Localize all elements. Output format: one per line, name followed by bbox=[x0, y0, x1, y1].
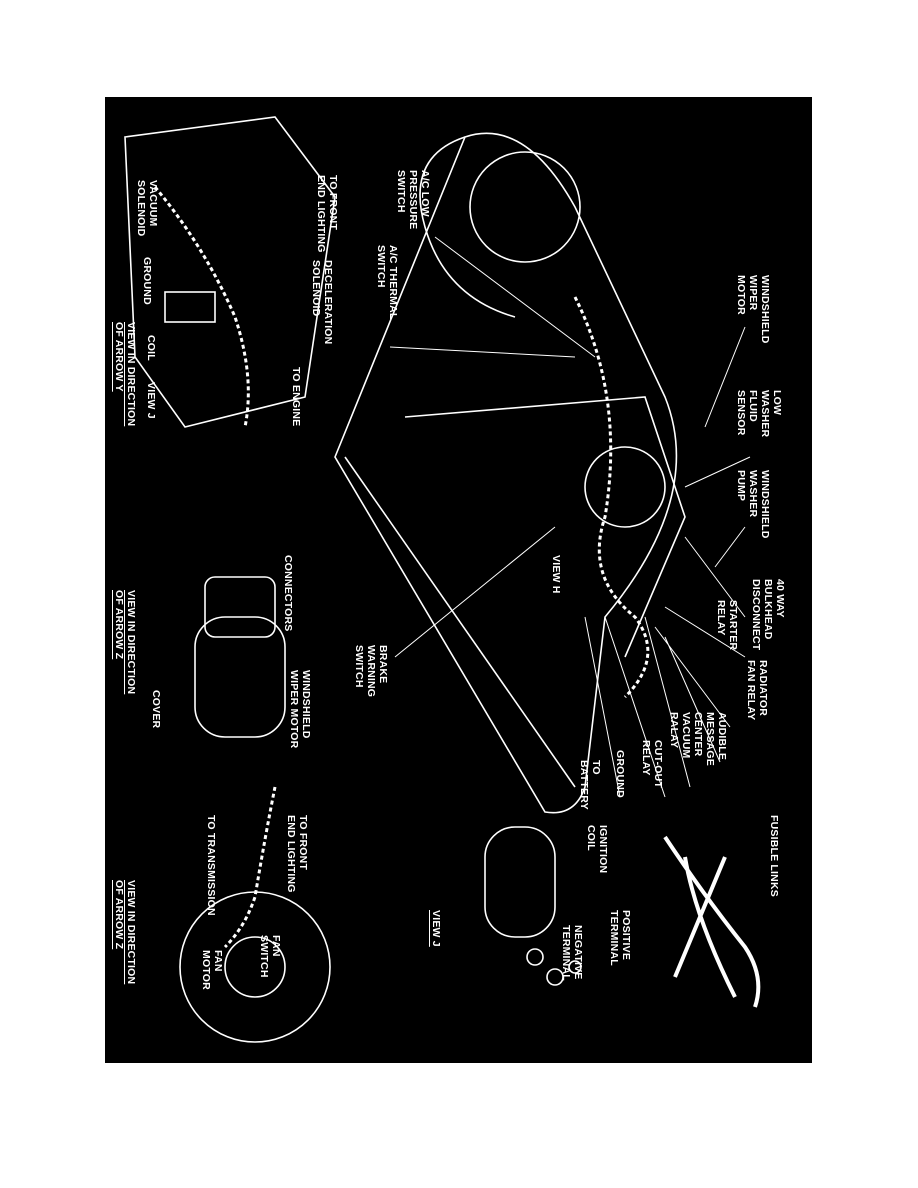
caption-arrow-z-fan: VIEW IN DIRECTION OF ARROW Z bbox=[113, 880, 137, 985]
label-to-engine: TO ENGINE bbox=[290, 367, 302, 427]
view-z-harness bbox=[223, 786, 277, 949]
car-body-outline bbox=[334, 132, 678, 814]
label-fan-switch: FAN SWITCH bbox=[258, 935, 282, 978]
firewall-outline bbox=[404, 396, 686, 658]
label-starter-relay: STARTER RELAY bbox=[715, 600, 739, 651]
view-y-coil bbox=[164, 291, 216, 323]
label-windshield-wiper-motor-inset: WINDSHIELD WIPER MOTOR bbox=[288, 670, 312, 749]
label-40-way-bulkhead-disconnect: 40 WAY BULKHEAD DISCONNECT bbox=[750, 579, 786, 651]
label-low-washer-fluid-sensor: LOW WASHER FLUID SENSOR bbox=[735, 390, 783, 438]
caption-arrow-y: VIEW IN DIRECTION OF ARROW Y bbox=[113, 322, 137, 427]
wiper-motor-body bbox=[194, 616, 286, 738]
label-ac-low-pressure-switch: A/C LOW PRESSURE SWITCH bbox=[395, 170, 431, 230]
label-windshield-washer-pump: WINDSHIELD WASHER PUMP bbox=[735, 470, 771, 539]
label-to-battery: TO BATTERY bbox=[578, 760, 602, 810]
diagram-plate: TO FRONT END LIGHTING VACUUM SOLENOID GR… bbox=[105, 97, 812, 1063]
hood-line bbox=[344, 456, 576, 788]
label-ground-main: GROUND bbox=[614, 750, 626, 798]
label-ground: GROUND bbox=[141, 257, 153, 305]
label-to-transmission: TO TRANSMISSION bbox=[205, 815, 217, 916]
label-to-front-end-lighting: TO FRONT END LIGHTING bbox=[315, 175, 339, 253]
label-ignition-coil: IGNITION COIL bbox=[585, 825, 609, 874]
caption-arrow-z-wiper: VIEW IN DIRECTION OF ARROW Z bbox=[113, 590, 137, 695]
view-y-engine bbox=[124, 116, 336, 428]
wheel-well bbox=[469, 151, 581, 263]
label-radiator-fan-relay: RADIATOR FAN RELAY bbox=[745, 660, 769, 721]
fender-outline bbox=[419, 136, 516, 318]
label-fan-motor: FAN MOTOR bbox=[200, 950, 224, 990]
label-to-front-end-lighting-fan: TO FRONT END LIGHTING bbox=[285, 815, 309, 893]
label-view-j: VIEW J bbox=[145, 382, 157, 419]
wiper-motor-housing bbox=[204, 576, 276, 638]
fan-motor bbox=[224, 936, 286, 998]
label-windshield-wiper-motor: WINDSHIELD WIPER MOTOR bbox=[735, 275, 771, 344]
label-cover: COVER bbox=[150, 690, 162, 729]
label-view-h: VIEW H bbox=[550, 555, 562, 594]
caption-view-j: VIEW J bbox=[430, 910, 442, 947]
label-negative-terminal: NEGATIVE TERMINAL bbox=[560, 925, 584, 981]
label-deceleration-solenoid: DECELERATION SOLENOID bbox=[310, 260, 334, 345]
label-cut-out-relay: CUT-OUT RELAY bbox=[640, 740, 664, 789]
label-connectors: CONNECTORS bbox=[282, 555, 294, 632]
ignition-coil-body bbox=[484, 826, 556, 938]
label-audible-message-center-vacuum-relay: AUDIBLE MESSAGE CENTER VACUUM RALAY bbox=[668, 712, 728, 766]
label-vacuum-solenoid: VACUUM SOLENOID bbox=[135, 180, 159, 237]
label-fusible-links: FUSIBLE LINKS bbox=[768, 815, 780, 897]
terminal bbox=[526, 948, 544, 966]
air-cleaner bbox=[584, 446, 666, 528]
label-coil: COIL bbox=[145, 335, 157, 361]
leader-line bbox=[389, 236, 751, 798]
label-ac-thermal-switch: A/C THERMAL SWITCH bbox=[375, 245, 399, 320]
view-y-harness bbox=[153, 186, 250, 428]
wiring-harness bbox=[573, 296, 650, 699]
fusible-links-bundle bbox=[663, 835, 761, 1008]
label-positive-terminal: POSITIVE TERMINAL bbox=[608, 910, 632, 966]
label-brake-warning-switch: BRAKE WARNING SWITCH bbox=[353, 645, 389, 698]
engine-compartment-illustration bbox=[124, 116, 761, 1043]
